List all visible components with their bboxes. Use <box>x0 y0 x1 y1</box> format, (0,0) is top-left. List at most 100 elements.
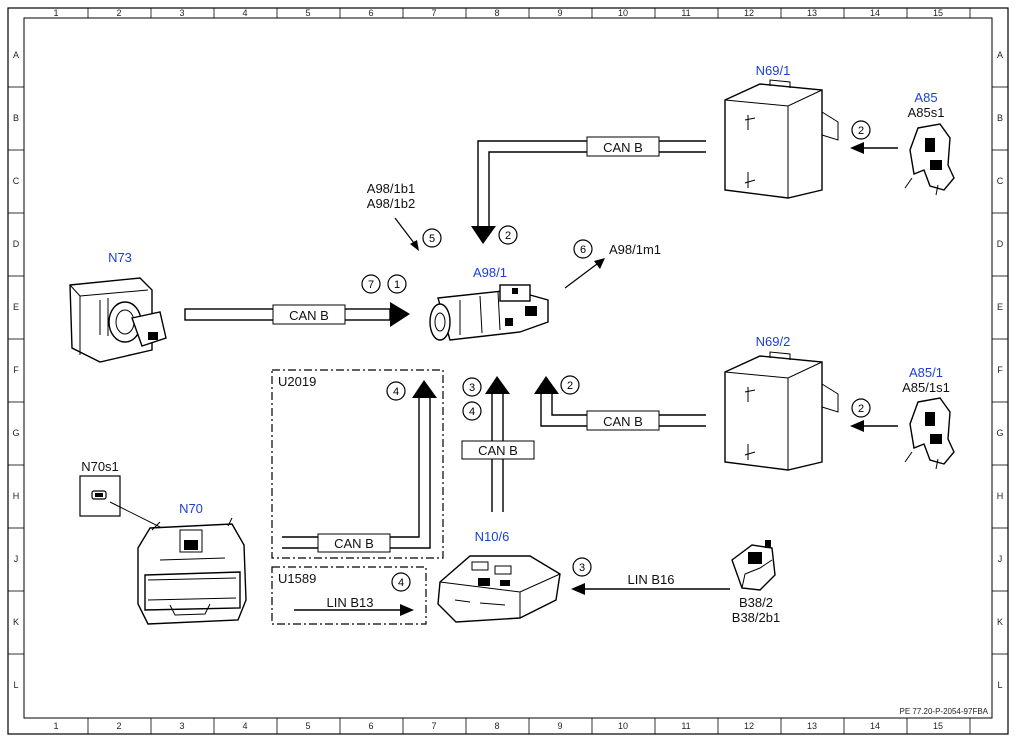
lin-b13-label: LIN B13 <box>327 595 374 610</box>
can-bus-right: CAN B <box>534 376 706 431</box>
col-label: 5 <box>305 8 310 18</box>
row-label: E <box>997 302 1003 312</box>
can-bus-mid-label: CAN B <box>478 443 518 458</box>
lin-b13-arrow <box>294 604 414 616</box>
n73-label: N73 <box>108 250 132 265</box>
can-bus-top-label: CAN B <box>603 140 643 155</box>
marker-mid-4: 4 <box>462 401 482 421</box>
n69-2-label: N69/2 <box>756 334 791 349</box>
col-label: 8 <box>494 721 499 731</box>
col-label: 9 <box>557 721 562 731</box>
row-label: G <box>12 428 19 438</box>
col-label: 6 <box>368 8 373 18</box>
u1589-label: U1589 <box>278 571 316 586</box>
motor-pointer-arrow <box>564 258 605 289</box>
marker-u1589-4: 4 <box>391 572 411 592</box>
col-label: 7 <box>431 8 436 18</box>
col-label: 6 <box>368 721 373 731</box>
grid-column-dividers <box>87 8 971 734</box>
col-label: 10 <box>618 721 628 731</box>
can-bus-right-label: CAN B <box>603 414 643 429</box>
marker-u2019-4: 4 <box>386 381 406 401</box>
lin-b16-label: LIN B16 <box>628 572 675 587</box>
row-label: F <box>13 365 19 375</box>
col-label: 15 <box>933 8 943 18</box>
a98-1b2-label: A98/1b2 <box>367 196 415 211</box>
row-label: B <box>13 113 19 123</box>
sensor-pointer-arrow <box>394 217 419 251</box>
n69-1-control-unit-icon <box>724 79 839 199</box>
col-label: 2 <box>116 8 121 18</box>
n70s1-label: N70s1 <box>81 459 119 474</box>
marker-7: 7 <box>361 274 381 294</box>
row-label: C <box>997 176 1004 186</box>
row-label: J <box>14 554 19 564</box>
outer-frame <box>7 7 1009 735</box>
col-label: 10 <box>618 8 628 18</box>
marker-mid-3: 3 <box>462 377 482 397</box>
col-label: 14 <box>870 721 880 731</box>
col-label: 11 <box>681 8 690 18</box>
row-label: C <box>13 176 20 186</box>
col-label: 14 <box>870 8 880 18</box>
a85-arrow <box>850 142 898 154</box>
svg-text:3: 3 <box>579 562 585 574</box>
svg-text:4: 4 <box>398 577 404 589</box>
grid-row-labels-right: A B C D E F G H J K L <box>996 50 1003 690</box>
svg-text:1: 1 <box>394 279 400 291</box>
row-label: A <box>13 50 19 60</box>
marker-6: 6 <box>573 239 593 259</box>
b38-2b1-label: B38/2b1 <box>732 610 780 625</box>
u2019-label: U2019 <box>278 374 316 389</box>
n70-label: N70 <box>179 501 203 516</box>
a85-1-arrow <box>850 420 898 432</box>
col-label: 8 <box>494 8 499 18</box>
marker-top-2: 2 <box>498 225 518 245</box>
a85-1-latch-icon <box>904 397 955 470</box>
row-label: D <box>13 239 20 249</box>
a98-1b1-label: A98/1b1 <box>367 181 415 196</box>
svg-text:2: 2 <box>567 380 573 392</box>
u2019-group-box <box>271 369 444 559</box>
a85s1-label: A85s1 <box>908 105 945 120</box>
col-label: 11 <box>681 721 690 731</box>
row-label: B <box>997 113 1003 123</box>
grid-column-labels-top: 1 2 3 4 5 6 7 8 9 10 11 12 13 14 15 <box>53 8 943 18</box>
can-bus-left-label: CAN B <box>289 308 329 323</box>
marker-right-2: 2 <box>560 375 580 395</box>
can-bus-mid: CAN B <box>461 376 535 512</box>
a98-1m1-label: A98/1m1 <box>609 242 661 257</box>
document-id: PE 77.20-P-2054-97FBA <box>900 707 989 716</box>
svg-text:4: 4 <box>393 386 399 398</box>
can-bus-left: CAN B <box>184 302 410 327</box>
col-label: 3 <box>179 8 184 18</box>
row-label: G <box>996 428 1003 438</box>
col-label: 4 <box>242 721 247 731</box>
svg-text:6: 6 <box>580 244 586 256</box>
a98-1-label: A98/1 <box>473 265 507 280</box>
b38-2-sensor-icon <box>731 540 776 591</box>
col-label: 9 <box>557 8 562 18</box>
a85-label: A85 <box>914 90 937 105</box>
row-label: K <box>13 617 19 627</box>
grid-row-dividers <box>8 86 1008 655</box>
row-label: D <box>997 239 1004 249</box>
col-label: 13 <box>807 8 817 18</box>
n69-1-label: N69/1 <box>756 63 791 78</box>
svg-text:2: 2 <box>505 230 511 242</box>
row-label: L <box>997 680 1002 690</box>
a85-1-label: A85/1 <box>909 365 943 380</box>
a85-latch-icon <box>904 123 955 196</box>
n10-6-control-module-icon <box>437 555 561 623</box>
row-label: K <box>997 617 1003 627</box>
svg-text:2: 2 <box>858 125 864 137</box>
row-label: J <box>998 554 1003 564</box>
col-label: 5 <box>305 721 310 731</box>
marker-1: 1 <box>387 274 407 294</box>
can-bus-top: CAN B <box>471 136 706 244</box>
grid-column-labels-bottom: 1 2 3 4 5 6 7 8 9 10 11 12 13 14 15 <box>53 721 943 731</box>
can-bus-u2019-label: CAN B <box>334 536 374 551</box>
col-label: 2 <box>116 721 121 731</box>
row-label: A <box>997 50 1003 60</box>
